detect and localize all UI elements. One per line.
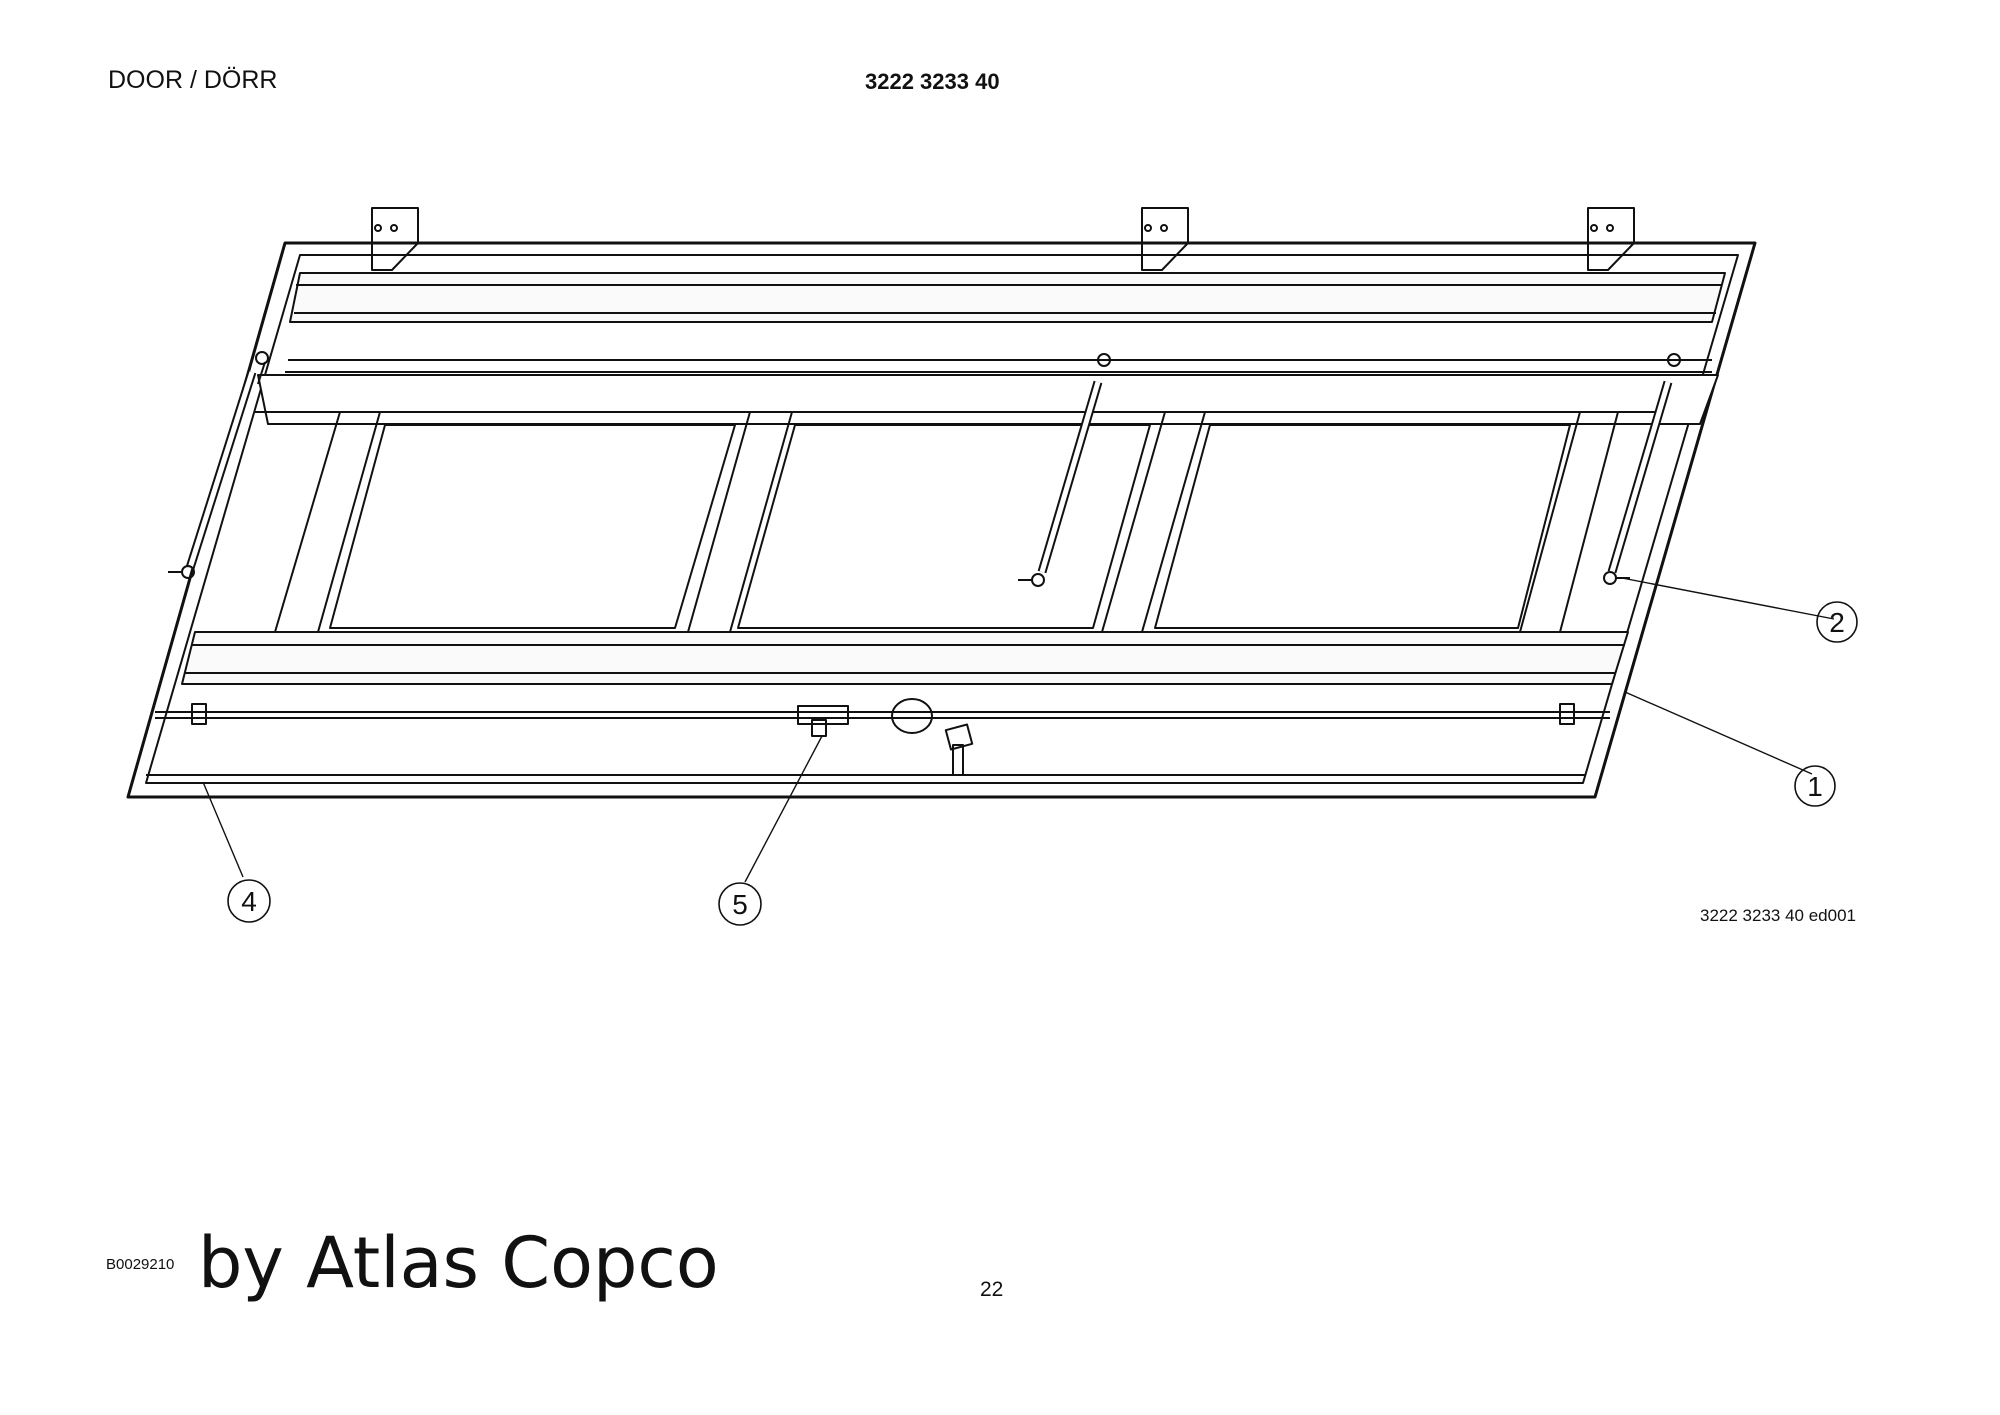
page-number: 22 xyxy=(980,1278,1004,1301)
callout-2: 2 xyxy=(1829,607,1845,638)
door-frame xyxy=(126,241,1757,799)
glass-panels xyxy=(255,411,1660,633)
part-number: 3222 3233 40 xyxy=(865,69,1000,94)
page-title: DOOR / DÖRR xyxy=(108,66,278,94)
brand-text: by Atlas Copco xyxy=(198,1222,719,1304)
gas-struts xyxy=(168,351,1681,587)
lower-rail xyxy=(181,631,1629,685)
figure-reference: 3222 3233 40 ed001 xyxy=(1700,906,1856,925)
callout-1: 1 xyxy=(1807,771,1823,802)
hinges xyxy=(371,207,1635,271)
bottom-rod xyxy=(155,698,1610,776)
callout-labels: 2 1 4 5 xyxy=(241,607,1845,920)
document-id: B0029210 xyxy=(106,1256,175,1273)
top-rail xyxy=(257,272,1726,425)
leader-lines xyxy=(202,577,1835,883)
callout-4: 4 xyxy=(241,886,257,917)
callout-circles xyxy=(227,601,1858,926)
callout-5: 5 xyxy=(732,889,748,920)
